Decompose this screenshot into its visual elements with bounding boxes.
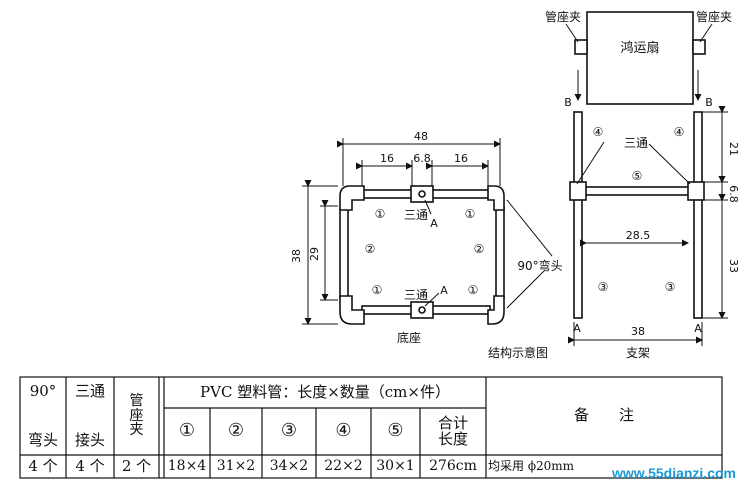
dim-38-left: 38: [290, 249, 303, 263]
base-dimensions: [302, 138, 553, 325]
pipe-right: [495, 207, 505, 299]
site-watermark: www.55dianzi.com: [612, 465, 736, 481]
dim-33: 33: [727, 259, 740, 273]
pipe-stand-left: [573, 111, 583, 319]
pipe-bottom-right: [431, 305, 491, 315]
dim-48: 48: [414, 130, 428, 143]
base-tee-label-bottom: 三通: [404, 288, 428, 302]
td-c3: 34×2: [269, 458, 309, 475]
stand-label-3-left: ③: [598, 280, 609, 294]
stand-dimensions: [565, 23, 728, 346]
th-c5: ⑤: [387, 420, 404, 442]
base-caption: 底座: [397, 330, 421, 345]
th-c1: ①: [178, 420, 196, 442]
th-tee-top: 三通: [74, 382, 105, 401]
base-point-a-top: A: [430, 217, 438, 230]
th-c2: ②: [227, 420, 245, 442]
th-c4: ④: [335, 420, 352, 442]
td-c2: 31×2: [216, 458, 256, 475]
base-label-2-right: ②: [474, 242, 485, 256]
stand-tee-label: 三通: [624, 136, 648, 150]
td-c5: 30×1: [376, 458, 415, 475]
structure-caption: 结构示意图: [488, 345, 548, 360]
stand-label-4-left: ④: [593, 125, 604, 139]
base-label-1-top-left: ①: [375, 207, 386, 221]
pipe-bottom-left: [361, 305, 413, 315]
dim-29: 29: [308, 247, 321, 261]
th-tee-bottom: 接头: [74, 431, 105, 450]
fan-box: [586, 11, 694, 105]
stand-label-5: ⑤: [632, 169, 643, 183]
td-clamp: 2 个: [121, 456, 152, 475]
materials-table: 90° 弯头 三通 接头 管 座 夹 PVC 塑料管：长度×数量（cm×件） ①…: [20, 377, 722, 478]
dim-38-bottom: 38: [631, 325, 645, 338]
clamp-left-block: [574, 39, 588, 55]
elbow-bottom-right: [487, 295, 505, 325]
dim-6-8-side: 6.8: [727, 185, 740, 203]
base-label-1-bottom-right: ①: [468, 283, 479, 297]
base-point-a-bottom: A: [440, 284, 448, 297]
hole-bottom: [418, 306, 426, 314]
base-tee-label-top: 三通: [404, 208, 428, 222]
th-total: 合计 长度: [437, 413, 468, 448]
pipe-stand-cross: [583, 186, 691, 196]
dim-16-right: 16: [454, 152, 468, 165]
clamp-right-block: [692, 39, 706, 55]
td-c4: 22×2: [324, 458, 363, 475]
b-right: B: [705, 96, 713, 109]
stand-label-4-right: ④: [674, 125, 685, 139]
b-left: B: [564, 96, 572, 109]
dim-21: 21: [727, 142, 740, 156]
th-elbow-top: 90°: [29, 382, 57, 401]
base-label-2-left: ②: [365, 242, 376, 256]
pipe-top-left: [361, 189, 413, 199]
materials-table-grid: [19, 376, 723, 479]
tee-stand-left: [569, 181, 587, 201]
pipe-top-right: [431, 189, 491, 199]
elbow-top-left: [339, 185, 365, 211]
fan-label: 鸿运扇: [620, 40, 659, 56]
td-elbow: 4 个: [28, 456, 58, 475]
stand-frame: [569, 11, 706, 319]
td-total: 276cm: [429, 458, 477, 475]
base-label-1-top-right: ①: [465, 207, 476, 221]
pipe-left: [339, 207, 349, 299]
elbow-bottom-left: [339, 295, 365, 325]
th-pvc: PVC 塑料管：长度×数量（cm×件）: [200, 382, 450, 401]
th-elbow-bottom: 弯头: [27, 431, 58, 450]
td-tee: 4 个: [75, 456, 105, 475]
elbow-label: 90°弯头: [517, 258, 562, 273]
clamp-label-left: 管座夹: [545, 9, 581, 24]
dim-6-8-top: 6.8: [413, 152, 431, 165]
pipe-stand-right: [693, 111, 703, 319]
a-left: A: [573, 322, 581, 335]
td-note: 均采用 ϕ20mm: [488, 459, 575, 474]
clamp-label-right: 管座夹: [696, 9, 732, 24]
tee-stand-right: [687, 181, 705, 201]
th-clamp: 管 座 夹: [129, 392, 144, 439]
th-c3: ③: [280, 420, 298, 442]
th-note: 备 注: [573, 406, 634, 425]
dim-28-5: 28.5: [626, 229, 651, 242]
hole-top: [418, 190, 426, 198]
a-right: A: [694, 322, 702, 335]
dim-16-left: 16: [380, 152, 394, 165]
base-frame: [339, 185, 505, 325]
stand-label-3-right: ③: [665, 280, 676, 294]
stand-caption: 支架: [626, 346, 650, 360]
elbow-top-right: [487, 185, 505, 211]
td-c1: 18×4: [167, 458, 207, 475]
base-label-1-bottom-left: ①: [372, 283, 383, 297]
